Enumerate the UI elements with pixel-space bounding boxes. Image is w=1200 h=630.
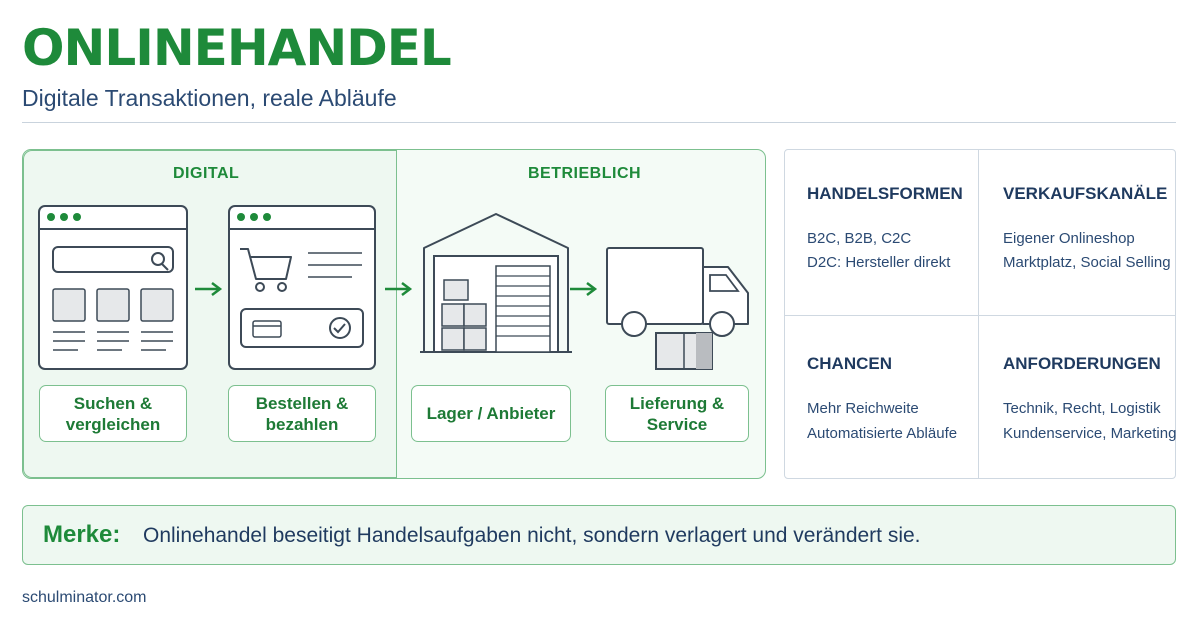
- arrow-right-icon: [385, 282, 413, 296]
- cell-heading-opportunities: CHANCEN: [807, 354, 892, 373]
- delivery-truck-icon: [606, 247, 749, 370]
- grid-divider-vertical: [978, 150, 979, 478]
- source-credit: schulminator.com: [22, 589, 147, 606]
- warehouse-icon: [420, 213, 572, 353]
- cell-text: Kundenservice, Marketing: [1003, 425, 1177, 442]
- header-divider: [22, 122, 1176, 123]
- step-delivery-service: Lieferung &Service: [605, 385, 749, 442]
- cell-text: Technik, Recht, Logistik: [1003, 400, 1161, 417]
- step-label-line1: Bestellen &: [255, 393, 349, 413]
- cell-text: Mehr Reichweite: [807, 400, 919, 417]
- cell-heading-requirements: ANFORDERUNGEN: [1003, 354, 1161, 373]
- cell-text: B2C, B2B, C2C: [807, 230, 912, 247]
- step-label-line1: Lager / Anbieter: [426, 404, 556, 423]
- key-takeaway-label: Merke:: [43, 521, 121, 548]
- page-title: ONLINEHANDEL: [22, 19, 452, 77]
- page-subtitle: Digitale Transaktionen, reale Abläufe: [22, 85, 397, 111]
- cell-text: Eigener Onlineshop: [1003, 230, 1135, 247]
- step-warehouse-provider: Lager / Anbieter: [411, 385, 571, 442]
- cell-text: D2C: Hersteller direkt: [807, 254, 951, 271]
- arrow-right-icon: [570, 282, 598, 296]
- key-takeaway-box: [22, 505, 1176, 565]
- info-grid: [784, 149, 1176, 479]
- step-label-line2: vergleichen: [65, 414, 161, 434]
- cell-text: Automatisierte Abläufe: [807, 425, 958, 442]
- digital-section-label: DIGITAL: [173, 165, 240, 182]
- operational-section-label: BETRIEBLICH: [528, 165, 642, 182]
- step-label-line2: Service: [646, 414, 708, 434]
- cell-text: Marktplatz, Social Selling: [1003, 254, 1171, 271]
- step-search-compare: Suchen &vergleichen: [39, 385, 187, 442]
- step-order-pay: Bestellen &bezahlen: [228, 385, 376, 442]
- step-label-line1: Suchen &: [73, 393, 153, 413]
- key-takeaway-text: Onlinehandel beseitigt Handelsaufgaben n…: [143, 524, 921, 547]
- cell-heading-sales-channels: VERKAUFSKANÄLE: [1003, 184, 1168, 203]
- step-label-line2: bezahlen: [265, 414, 339, 434]
- arrow-right-icon: [195, 282, 223, 296]
- browser-checkout-icon: [228, 205, 376, 370]
- cell-heading-trade-forms: HANDELSFORMEN: [807, 184, 963, 203]
- step-label-line1: Lieferung &: [629, 393, 725, 413]
- browser-search-icon: [38, 205, 188, 370]
- grid-divider-horizontal: [785, 315, 1175, 316]
